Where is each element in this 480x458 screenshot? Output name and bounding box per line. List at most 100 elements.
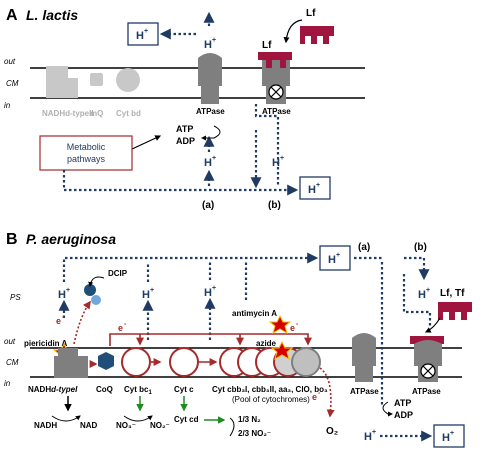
proton-in-a-h: H bbox=[204, 157, 212, 169]
blocked-channel-cross-b bbox=[270, 86, 282, 98]
adp-label: ADP bbox=[176, 136, 195, 146]
cyt-c-label: Cyt c bbox=[174, 385, 194, 394]
coq-shape bbox=[98, 352, 114, 370]
proton-box-bottom-charge: + bbox=[316, 182, 320, 189]
electron-top-charge: - bbox=[124, 321, 127, 328]
panel-b-organism: P. aeruginosa bbox=[26, 231, 116, 247]
atpase-right-label: ATPase bbox=[262, 107, 291, 116]
atp-label: ATP bbox=[176, 124, 193, 134]
proton-ps-3-h: H bbox=[204, 287, 212, 299]
cyt-bc1-shape bbox=[121, 347, 151, 377]
proton-box-top-b-h: H bbox=[328, 254, 336, 266]
electron-right-charge: - bbox=[296, 321, 299, 328]
route-b-label-b: (b) bbox=[414, 242, 427, 253]
atpase-left-shape bbox=[198, 53, 222, 104]
cyt-cd-label: Cyt cd bbox=[174, 415, 199, 424]
proton-in-bottom-charge: + bbox=[372, 429, 376, 436]
route-b-label: (b) bbox=[268, 200, 281, 211]
proton-box-top bbox=[127, 22, 159, 46]
atp-label-b: ATP bbox=[394, 398, 411, 408]
proton-ps-1-h: H bbox=[58, 289, 66, 301]
electron-dcip-label: e bbox=[56, 316, 61, 326]
cd-bracket bbox=[229, 417, 235, 437]
panel-a: A L. lactis out CM in NADHd-typeII mQ Cy… bbox=[4, 7, 365, 211]
proton-route-top bbox=[62, 252, 319, 282]
atp-synthesis-arrow bbox=[201, 125, 221, 141]
metabolic-pathways-box bbox=[39, 135, 133, 171]
antimycin-inhibitor-icon bbox=[268, 314, 292, 335]
lf-tf-label: Lf, Tf bbox=[440, 288, 465, 299]
electron-o2-label: e bbox=[312, 392, 317, 402]
nadh-label: NADHd-typeII bbox=[42, 109, 94, 118]
nadh-dehydrogenase-shape bbox=[46, 66, 78, 98]
lf-free-label: Lf bbox=[306, 8, 316, 19]
electron-to-dcip-arrow bbox=[73, 300, 91, 345]
cyt-c-shape bbox=[169, 347, 199, 377]
cyt-bc1-label: Cyt bc1 bbox=[124, 385, 152, 396]
nadh-type-i-label: NADHd-typeI bbox=[28, 385, 78, 394]
n2-label: 1/3 N₂ bbox=[238, 415, 261, 424]
proton-box-bottom-b-h: H bbox=[442, 432, 450, 444]
lactoferrin-free-shape bbox=[300, 26, 334, 44]
proton-box-top-b bbox=[319, 245, 351, 271]
proton-in-a-charge: + bbox=[212, 155, 216, 162]
dcip-label: DCIP bbox=[108, 269, 128, 278]
nitrate-to-nitrite-arrow bbox=[123, 415, 153, 422]
azide-label: azide bbox=[256, 339, 277, 348]
electron-o2-charge: - bbox=[318, 390, 321, 397]
side-out-label-b: out bbox=[4, 337, 16, 346]
dcip-dark-circle bbox=[84, 284, 96, 296]
proton-box-bottom bbox=[299, 176, 331, 200]
proton-box-top-charge: + bbox=[144, 28, 148, 35]
panel-a-organism: L. lactis bbox=[26, 7, 78, 23]
side-cm-label: CM bbox=[6, 79, 19, 88]
proton-route-b-loop bbox=[254, 104, 280, 186]
atpase-left-label-b: ATPase bbox=[350, 387, 379, 396]
proton-route-b-loop-b bbox=[402, 274, 432, 326]
proton-box-bottom-b bbox=[433, 424, 465, 448]
electron-top-path bbox=[109, 333, 312, 346]
nadh-dehydrogenase-i-shape bbox=[54, 348, 88, 378]
panel-a-label: A bbox=[6, 7, 18, 24]
proton-out-a-charge: + bbox=[212, 37, 216, 44]
route-a-label-b: (a) bbox=[358, 242, 370, 253]
proton-box-bottom-b-charge: + bbox=[450, 430, 454, 437]
proton-in-b-h: H bbox=[272, 157, 280, 169]
proton-b-side-charge: + bbox=[426, 287, 430, 294]
lactoferrin-bound-shape bbox=[258, 52, 292, 68]
metabolic-line-2: pathways bbox=[67, 154, 106, 164]
lf-tf-binding-arrow bbox=[424, 317, 441, 333]
proton-b-side-h: H bbox=[418, 289, 426, 301]
nadh-to-nad-arrow bbox=[51, 415, 81, 422]
atpase-left-shape-b bbox=[352, 333, 376, 382]
proton-box-top-h: H bbox=[136, 30, 144, 42]
atpase-right-label-b: ATPase bbox=[412, 387, 441, 396]
antimycin-label: antimycin A bbox=[232, 309, 277, 318]
cyt-pool-label: Cyt cbb₃I, cbb₃II, aa₃, ClO, bo₃ bbox=[212, 385, 328, 394]
electron-to-oxygen-arrow bbox=[319, 367, 335, 418]
proton-out-a-h: H bbox=[204, 39, 212, 51]
proton-ps-1-charge: + bbox=[66, 287, 70, 294]
nitrite-label: NO₂⁻ bbox=[150, 421, 170, 430]
nad-product-label: NAD bbox=[80, 421, 98, 430]
proton-ps-3-charge: + bbox=[212, 285, 216, 292]
dcip-light-circle bbox=[91, 295, 101, 305]
coq-label: CoQ bbox=[96, 385, 113, 394]
side-cm-label-b: CM bbox=[6, 358, 19, 367]
side-in-label-b: in bbox=[4, 379, 11, 388]
proton-box-bottom-h: H bbox=[308, 184, 316, 196]
lf-tf-free-shape bbox=[438, 302, 472, 320]
blocked-channel-b-cross-b bbox=[422, 365, 434, 377]
cyt-bd-label: Cyt bd bbox=[116, 109, 141, 118]
electron-top-label: e bbox=[118, 323, 123, 333]
nitrate-label: NO₃⁻ bbox=[116, 421, 136, 430]
proton-ps-2-h: H bbox=[142, 289, 150, 301]
atp-synthesis-arrow-b bbox=[382, 401, 393, 417]
proton-in-b-charge: + bbox=[280, 155, 284, 162]
panel-b-label: B bbox=[6, 231, 18, 248]
side-out-label: out bbox=[4, 57, 16, 66]
adp-label-b: ADP bbox=[394, 410, 413, 420]
proton-box-top-b-charge: + bbox=[336, 252, 340, 259]
lf-binding-arrow bbox=[283, 19, 303, 44]
